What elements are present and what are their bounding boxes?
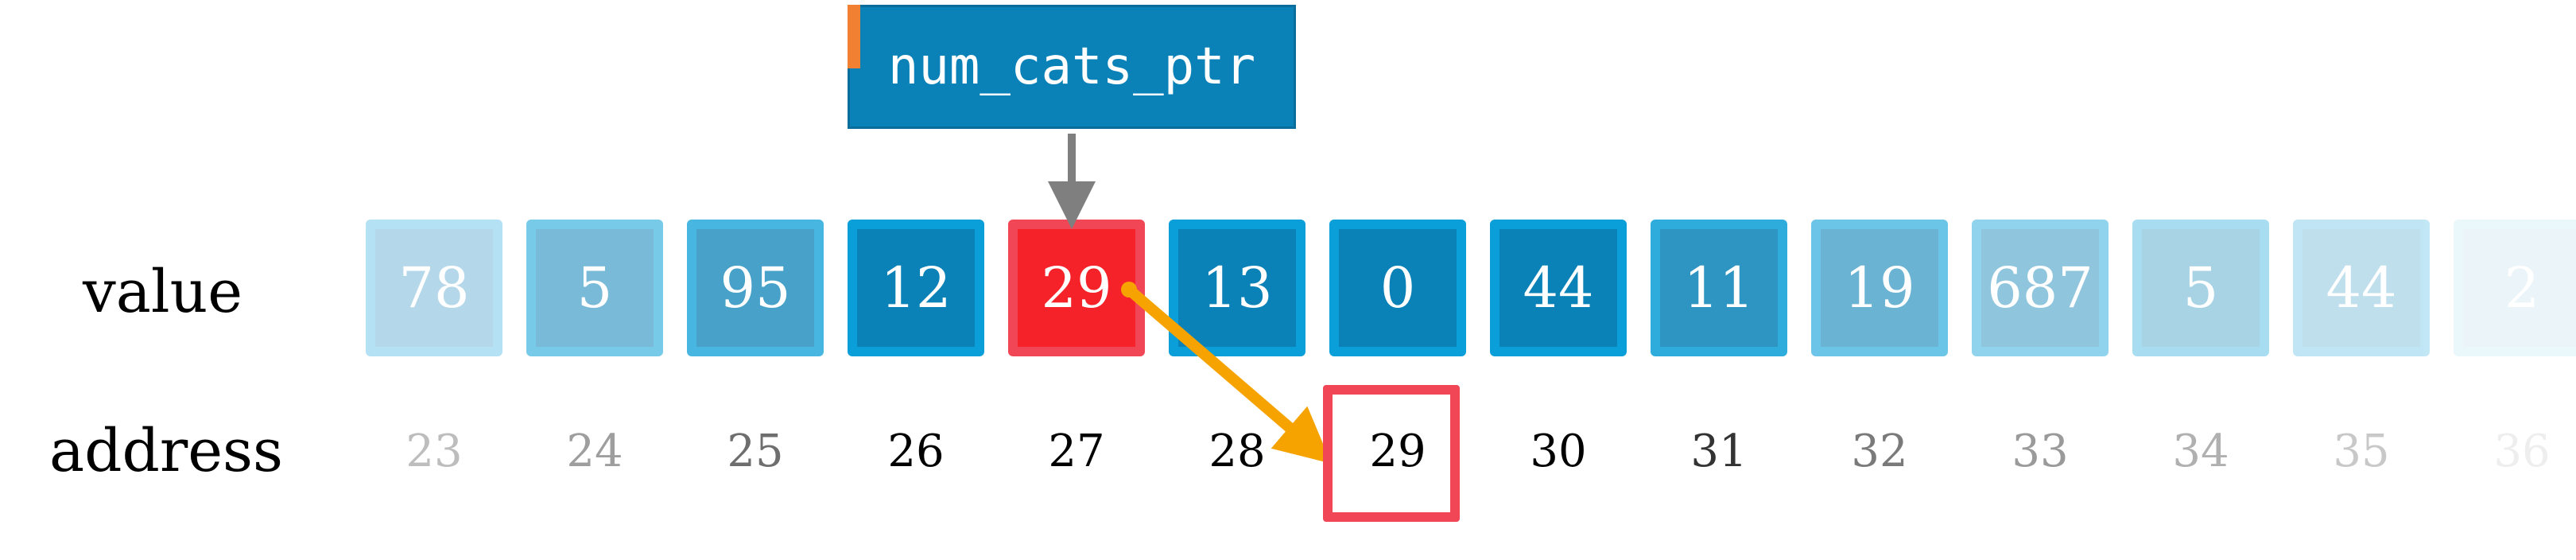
memory-cell-value: 12 xyxy=(880,255,952,321)
memory-cell: 78 xyxy=(366,220,502,356)
memory-address: 26 xyxy=(887,426,945,477)
memory-cell-value: 2 xyxy=(2504,255,2540,321)
dereference-arrow-tail xyxy=(1121,282,1137,298)
memory-address: 25 xyxy=(727,426,784,477)
memory-address: 27 xyxy=(1048,426,1105,477)
memory-cell-value: 78 xyxy=(398,255,470,321)
value-row-label: value xyxy=(83,258,243,326)
memory-cell: 5 xyxy=(2132,220,2269,356)
memory-cell-fill xyxy=(857,229,975,347)
memory-cell: 44 xyxy=(1490,220,1627,356)
memory-address: 23 xyxy=(405,426,463,477)
memory-cell-fill xyxy=(2302,229,2420,347)
pointer-label: num_cats_ptr xyxy=(887,37,1256,96)
memory-cell: 11 xyxy=(1651,220,1787,356)
memory-address: 33 xyxy=(2012,426,2069,477)
memory-cell-fill xyxy=(1178,229,1296,347)
memory-cell-value: 5 xyxy=(576,255,613,321)
memory-cell-value: 19 xyxy=(1844,255,1915,321)
memory-cell-fill xyxy=(2463,229,2576,347)
memory-cell-fill xyxy=(536,229,654,347)
memory-cell-value: 5 xyxy=(2182,255,2219,321)
memory-cell: 5 xyxy=(526,220,663,356)
memory-cell-fill xyxy=(1660,229,1778,347)
memory-address: 34 xyxy=(2172,426,2229,477)
memory-cell-value: 11 xyxy=(1683,255,1755,321)
memory-cell-value: 0 xyxy=(1379,255,1416,321)
memory-cell: 44 xyxy=(2293,220,2430,356)
memory-cell-fill xyxy=(1499,229,1617,347)
memory-cell-value: 687 xyxy=(1987,255,2093,321)
memory-cell-fill xyxy=(2142,229,2260,347)
memory-cell-value: 95 xyxy=(720,255,791,321)
memory-address: 28 xyxy=(1208,426,1266,477)
memory-cell: 0 xyxy=(1329,220,1466,356)
memory-address: 32 xyxy=(1851,426,1908,477)
pointer-tab-marker xyxy=(848,5,860,68)
memory-cell-value: 44 xyxy=(1523,255,1594,321)
memory-cell-fill xyxy=(696,229,814,347)
dereference-arrow xyxy=(1125,285,1332,464)
memory-address: 36 xyxy=(2493,426,2551,477)
memory-cell-fill xyxy=(1339,229,1457,347)
memory-address: 24 xyxy=(566,426,623,477)
memory-cell: 13 xyxy=(1169,220,1305,356)
memory-cell-value: 13 xyxy=(1201,255,1273,321)
memory-cell-fill xyxy=(1018,229,1135,347)
memory-cell-fill xyxy=(1981,229,2099,347)
memory-cell: 2 xyxy=(2454,220,2576,356)
memory-cell-value: 29 xyxy=(1041,255,1112,321)
memory-cell: 687 xyxy=(1972,220,2109,356)
memory-address: 31 xyxy=(1690,426,1748,477)
memory-cell-fill xyxy=(375,229,493,347)
memory-cell: 12 xyxy=(848,220,984,356)
memory-cell: 95 xyxy=(687,220,824,356)
memory-address: 29 xyxy=(1369,426,1426,477)
memory-address: 35 xyxy=(2333,426,2390,477)
memory-cell-value: 44 xyxy=(2326,255,2397,321)
memory-cell: 19 xyxy=(1811,220,1948,356)
address-row-label: address xyxy=(49,417,283,485)
pointer-box xyxy=(848,5,1296,129)
memory-address: 30 xyxy=(1530,426,1587,477)
target-address-highlight xyxy=(1323,385,1460,522)
memory-cell-fill xyxy=(1821,229,1938,347)
